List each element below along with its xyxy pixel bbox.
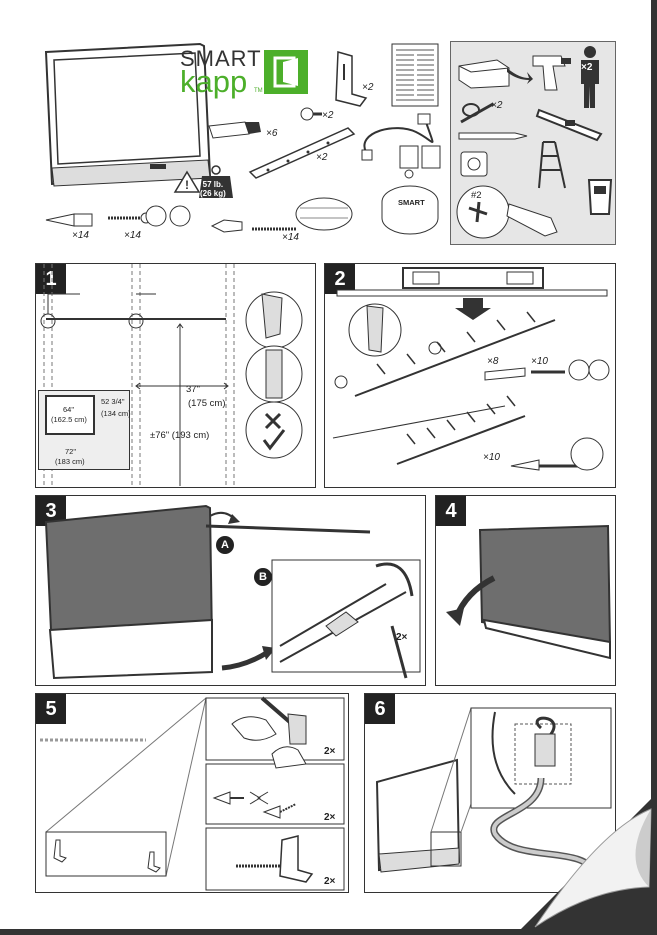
pencil-icon [458, 132, 528, 140]
step-1-panel: 1 37" (175 cm) ±76 [35, 263, 316, 488]
screw-qty: ×2 [322, 110, 334, 121]
step2-qty-c: ×10 [483, 452, 500, 463]
lower-board-diagram [446, 524, 612, 660]
wall-studs-diagram [40, 264, 303, 487]
tape-measure-icon [460, 151, 488, 177]
inset-h: 52 3/4" [101, 397, 125, 406]
screwdriver-size: #2 [471, 190, 482, 201]
cable-tie-icon [460, 102, 494, 124]
hang-board-diagram [44, 504, 421, 680]
step-6-panel: 6 [364, 693, 616, 893]
drill-icon [532, 55, 571, 91]
screwdriver-detail-icon [456, 185, 558, 239]
board-size-icon [45, 395, 95, 435]
l-bracket-illustration [335, 51, 368, 107]
marker-icon [208, 121, 261, 139]
puck-logo: SMART [398, 198, 425, 207]
step-4-number: 4 [436, 496, 466, 526]
weight-kg: (26 kg) [200, 189, 226, 198]
person-icon [581, 46, 599, 108]
step5-qty-3: 2× [324, 876, 336, 887]
people-qty: ×2 [581, 62, 593, 73]
power-adapter-icon [399, 145, 441, 179]
inset-w: 64" [63, 405, 75, 414]
brand-smart-text: SMART [180, 46, 262, 71]
svg-text:!: ! [185, 178, 189, 192]
brand-kapp-text: kapp [180, 64, 248, 99]
brand-tm: TM [254, 88, 263, 94]
bracket-qty: ×2 [362, 82, 374, 93]
brick-wall-detail-icon [295, 197, 353, 231]
step3-qty: 2× [396, 632, 408, 643]
dim-width: 37" [186, 384, 200, 395]
drywall-anchor-icon [45, 213, 93, 227]
level-icon [535, 108, 603, 142]
manual-document-icon [391, 43, 439, 107]
step5-qty-2: 2× [324, 812, 336, 823]
dim-width-cm: (175 cm) [188, 398, 226, 409]
step-5-panel: 5 2× 2× 2× [35, 693, 349, 893]
plug-qty: ×14 [282, 232, 299, 243]
step-2-number: 2 [325, 264, 355, 294]
weight-label: 57 lb. (26 kg) [200, 180, 226, 198]
step-1-number: 1 [36, 264, 66, 294]
warning-icon: ! [173, 170, 201, 193]
rail-install-diagram [332, 267, 610, 471]
callout-a: A [216, 536, 234, 554]
rail-qty: ×2 [316, 152, 328, 163]
inset-w2: 72" [65, 447, 77, 456]
step2-qty-a: ×8 [487, 356, 499, 367]
callout-b: B [254, 568, 272, 586]
weight-lb: 57 lb. [202, 180, 224, 189]
wood-screw-icon [252, 227, 296, 231]
dim-height: ±76" (193 cm) [150, 430, 210, 441]
mounting-rail-illustration [248, 127, 356, 179]
toggle-detail-icon [145, 205, 191, 227]
step-3-panel: 3 A B 2× [35, 495, 426, 686]
anchor-qty: ×14 [72, 230, 89, 241]
weight-icon [199, 165, 233, 198]
inset-h-cm: (134 cm) [101, 409, 131, 418]
step-4-panel: 4 [435, 495, 616, 686]
required-tools-panel: ×2 ×2 #2 [450, 41, 616, 245]
size-inset: 64" (162.5 cm) 52 3/4" (134 cm) 72" (183… [38, 390, 131, 470]
bracket-mount-diagram [40, 696, 345, 891]
stud-finder-icon [587, 179, 613, 215]
step-ladder-icon [538, 141, 566, 189]
marker-qty: ×6 [266, 128, 278, 139]
step2-qty-b: ×10 [531, 356, 548, 367]
step-5-number: 5 [36, 694, 66, 724]
step-2-panel: 2 [324, 263, 616, 488]
usb-cable-icon [361, 113, 434, 161]
tie-qty: ×2 [491, 100, 503, 111]
plastic-plug-icon [210, 219, 243, 233]
kapp-board-illustration [44, 42, 212, 187]
screw-icon [300, 107, 322, 121]
smart-puck-icon [381, 185, 439, 235]
inset-w-cm: (162.5 cm) [51, 415, 87, 424]
cable-connection-diagram [375, 707, 612, 876]
bolt-qty: ×14 [124, 230, 141, 241]
inset-w2-cm: (183 cm) [55, 457, 85, 466]
toolbox-icon [458, 59, 510, 89]
step5-qty-1: 2× [324, 746, 336, 757]
step-6-number: 6 [365, 694, 395, 724]
kapp-logo-icon [264, 50, 308, 94]
page-curl-icon [521, 799, 652, 929]
